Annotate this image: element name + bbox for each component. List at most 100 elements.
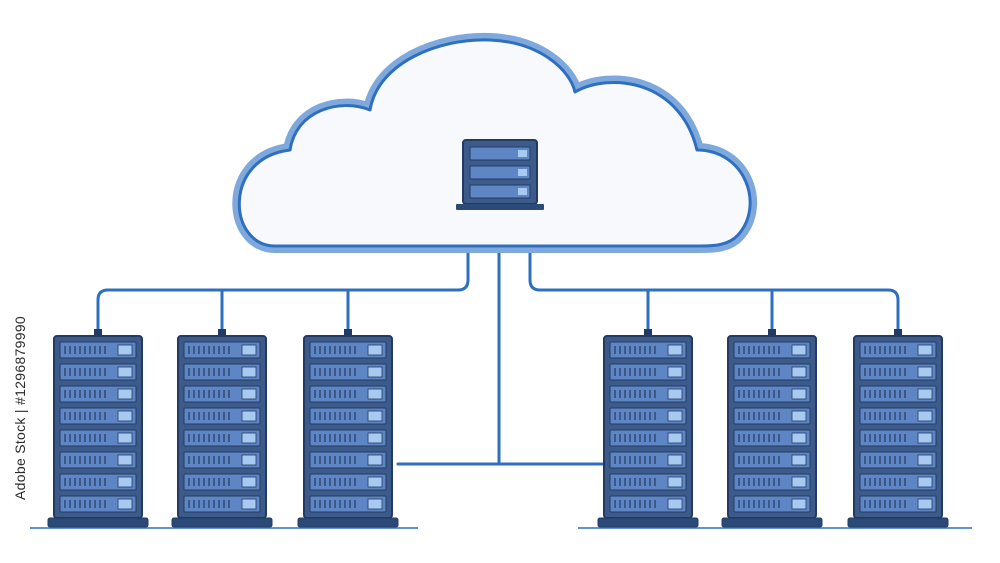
rack-vent: [894, 434, 896, 442]
rack-vent: [889, 478, 891, 486]
rack-light: [241, 432, 257, 444]
rack-vent: [758, 500, 760, 508]
rack-vent: [743, 390, 745, 398]
rack-light: [117, 498, 133, 510]
rack-vent: [198, 500, 200, 508]
rack-vent: [879, 346, 881, 354]
rack-vent: [99, 412, 101, 420]
rack-vent: [69, 456, 71, 464]
rack-vent: [218, 456, 220, 464]
rack-vent: [644, 500, 646, 508]
rack-vent: [193, 346, 195, 354]
rack-vent: [879, 412, 881, 420]
server-rack-icon: [597, 335, 699, 528]
rack-vent: [874, 478, 876, 486]
rack-vent: [223, 390, 225, 398]
rack-vent: [218, 478, 220, 486]
rack-base: [721, 517, 823, 528]
rack-vent: [203, 434, 205, 442]
server-rack-icon: [47, 335, 149, 528]
rack-body: [603, 335, 693, 519]
rack-vent: [758, 478, 760, 486]
rack-vent: [768, 456, 770, 464]
rack-vent: [748, 390, 750, 398]
rack-vent: [624, 500, 626, 508]
rack-vent: [629, 368, 631, 376]
rack-vent: [763, 368, 765, 376]
rack-light: [117, 410, 133, 422]
rack-vent: [629, 434, 631, 442]
rack-vent: [344, 456, 346, 464]
rack-vent: [69, 478, 71, 486]
rack-vent: [743, 412, 745, 420]
rack-vent: [334, 478, 336, 486]
rack-light: [367, 366, 383, 378]
rack-vent: [629, 346, 631, 354]
rack-vent: [198, 368, 200, 376]
rack-vent: [69, 500, 71, 508]
rack-vent: [319, 500, 321, 508]
rack-light: [117, 344, 133, 356]
rack-vent: [69, 434, 71, 442]
connector-right-main: [528, 246, 900, 338]
rack-vent: [104, 500, 106, 508]
rack-vent: [339, 500, 341, 508]
rack-vent: [619, 478, 621, 486]
rack-light: [917, 366, 933, 378]
rack-vent: [748, 346, 750, 354]
rack-vent: [619, 456, 621, 464]
rack-light: [791, 366, 807, 378]
rack-vent: [339, 478, 341, 486]
rack-vent: [79, 434, 81, 442]
rack-vent: [324, 412, 326, 420]
rack-vent: [213, 412, 215, 420]
rack-vent: [748, 434, 750, 442]
rack-vent: [768, 368, 770, 376]
rack-vent: [344, 346, 346, 354]
rack-vent: [763, 434, 765, 442]
rack-vent: [193, 478, 195, 486]
rack-vent: [79, 368, 81, 376]
rack-vent: [213, 500, 215, 508]
rack-vent: [874, 412, 876, 420]
rack-vent: [104, 368, 106, 376]
rack-vent: [228, 368, 230, 376]
rack-vent: [94, 478, 96, 486]
rack-vent: [188, 434, 190, 442]
rack-vent: [639, 390, 641, 398]
rack-vent: [213, 390, 215, 398]
rack-vent: [614, 412, 616, 420]
rack-light: [791, 344, 807, 356]
rack-light: [367, 388, 383, 400]
rack-vent: [874, 346, 876, 354]
rack-vent: [228, 412, 230, 420]
rack-vent: [768, 390, 770, 398]
rack-vent: [864, 346, 866, 354]
rack-vent: [649, 500, 651, 508]
rack-vent: [904, 434, 906, 442]
rack-vent: [79, 412, 81, 420]
rack-base: [47, 517, 149, 528]
rack-vent: [314, 390, 316, 398]
rack-vent: [874, 368, 876, 376]
rack-vent: [763, 500, 765, 508]
rack-vent: [748, 478, 750, 486]
rack-vent: [64, 434, 66, 442]
rack-vent: [99, 346, 101, 354]
cloud-server-slot: [469, 165, 531, 180]
rack-vent: [89, 412, 91, 420]
cloud-server-light: [518, 150, 527, 157]
rack-vent: [208, 434, 210, 442]
connector-plug: [644, 329, 652, 336]
rack-vent: [203, 346, 205, 354]
rack-vent: [894, 456, 896, 464]
rack-vent: [629, 412, 631, 420]
rack-vent: [218, 434, 220, 442]
rack-light: [667, 366, 683, 378]
rack-vent: [773, 478, 775, 486]
rack-vent: [614, 456, 616, 464]
stock-id-watermark: Adobe Stock | #1296879990: [12, 316, 28, 500]
connector-plug: [94, 329, 102, 336]
rack-vent: [869, 478, 871, 486]
rack-vent: [188, 500, 190, 508]
